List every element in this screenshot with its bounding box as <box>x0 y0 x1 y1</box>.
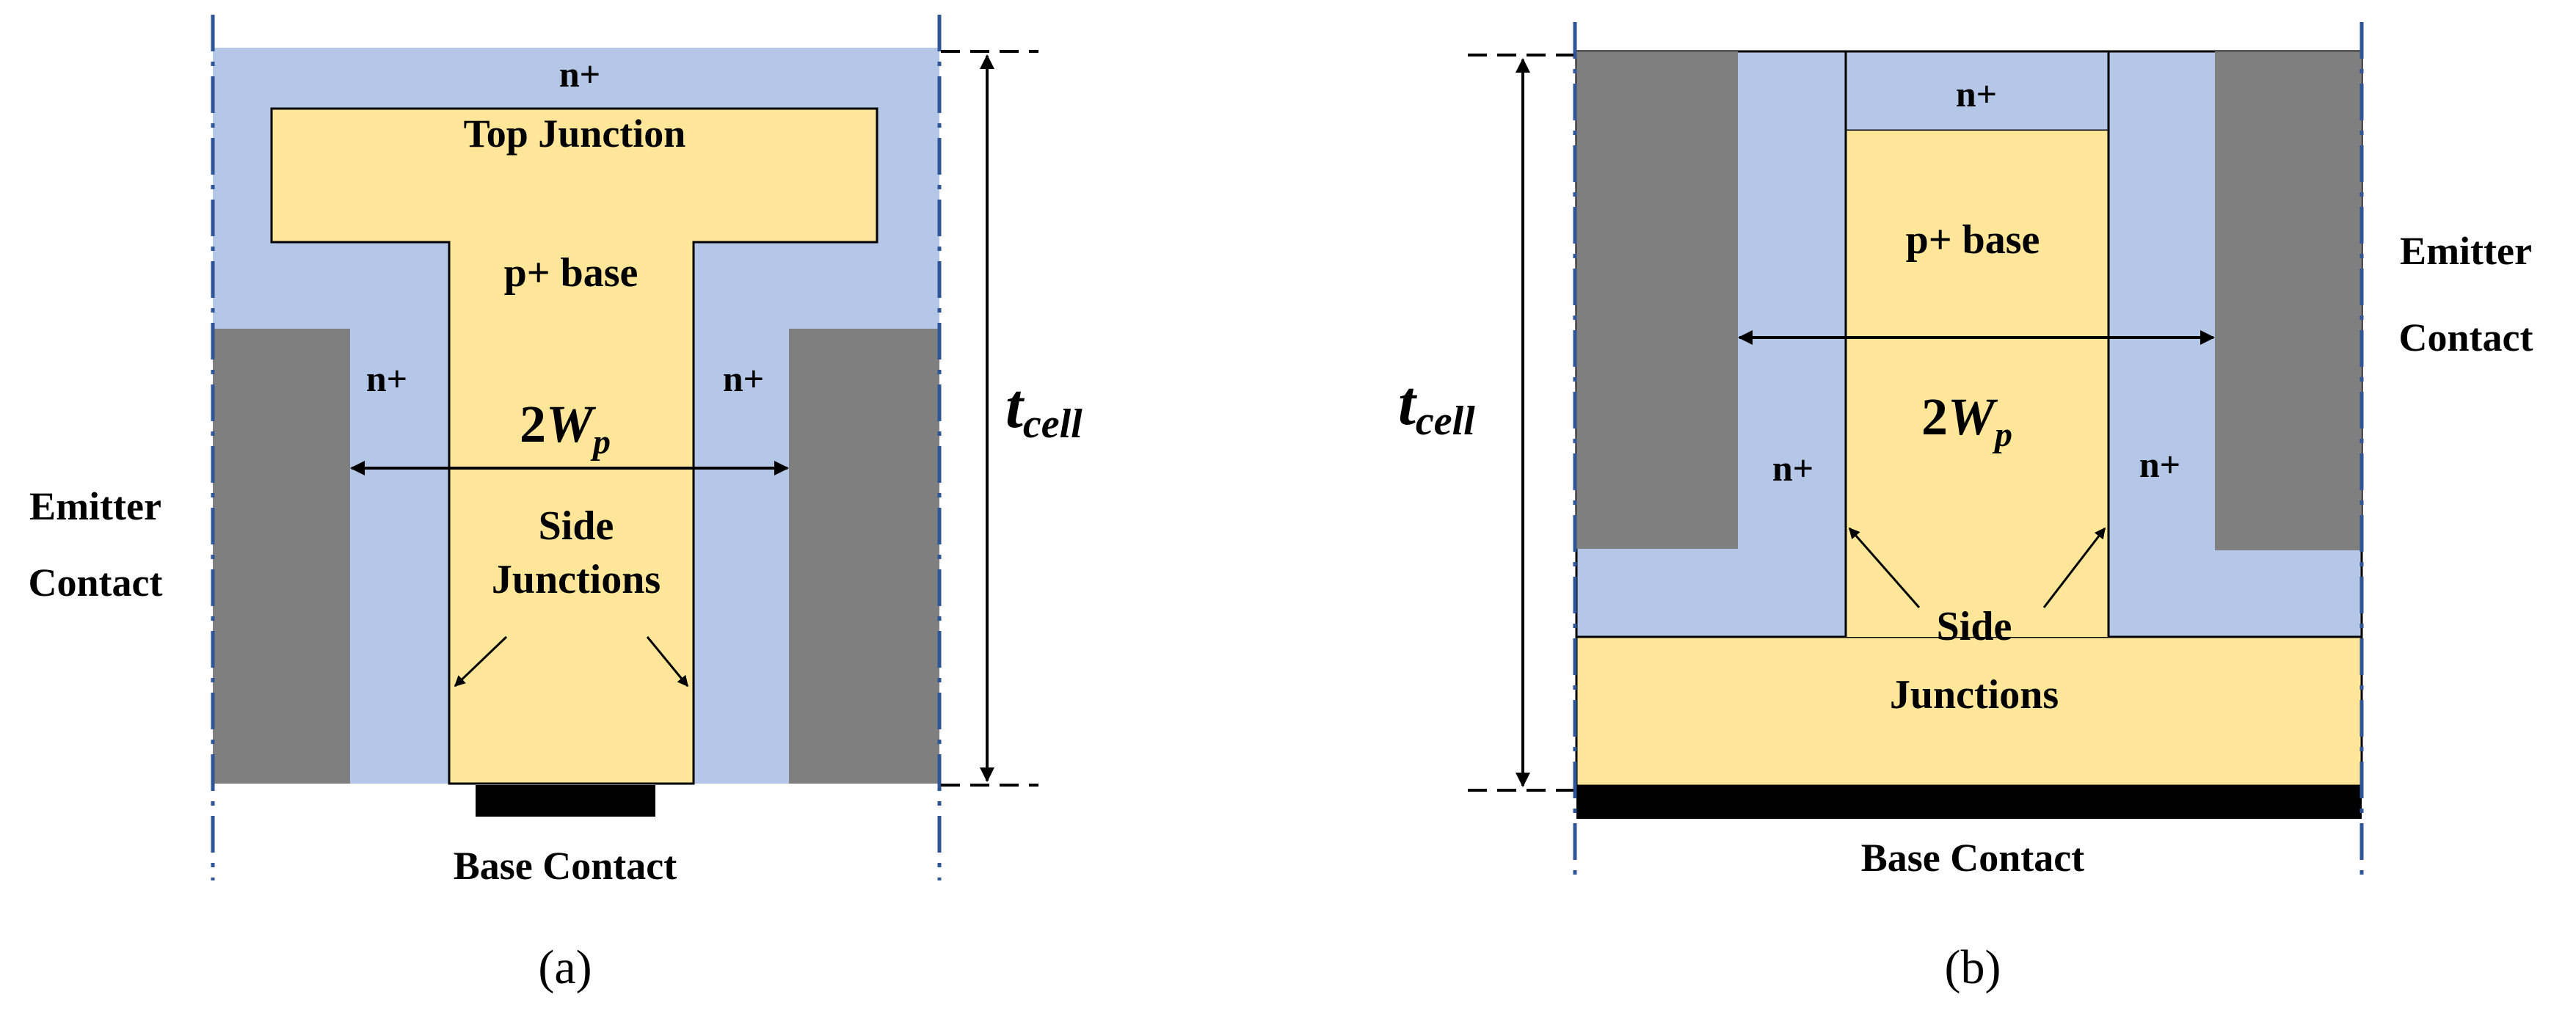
panel-a-contact-label: Contact <box>29 561 163 605</box>
panel-a-thickness-sub: cell <box>1023 401 1083 447</box>
panel-a-caption: (a) <box>538 941 592 994</box>
panel-b-side-junction-pointer-right <box>2042 527 2106 608</box>
panel-b-thickness-var: t <box>1398 368 1418 438</box>
panel-b-width-var: W <box>1948 387 1998 446</box>
panel-a-base-contact-label: Base Contact <box>454 844 677 888</box>
panel-a-n-top-label: n+ <box>559 54 600 95</box>
panel-a-top-junction-label: Top Junction <box>464 112 686 156</box>
panel-a-side-label: Side <box>539 503 614 549</box>
panel-b-emitter-contact-right <box>2215 51 2362 550</box>
panel-b: n+ p+ base 2Wp n+ n+ Side Junctions Emit… <box>1398 22 2533 994</box>
panel-a-n-left-label: n+ <box>366 358 407 399</box>
panel-b-junctions-label: Junctions <box>1890 672 2059 718</box>
panel-a-thickness-var: t <box>1005 371 1025 441</box>
panel-b-caption: (b) <box>1945 941 2001 994</box>
panel-b-side-label: Side <box>1937 604 2012 649</box>
panel-b-emitter-label: Emitter <box>2400 229 2532 273</box>
panel-b-width-sub: p <box>1992 415 2012 454</box>
panel-a-base-contact <box>476 785 655 817</box>
panel-a-emitter-label: Emitter <box>29 484 161 528</box>
panel-a-emitter-contact-left <box>213 329 350 784</box>
panel-b-p-base-label: p+ base <box>1906 217 2040 263</box>
panel-b-width-label: 2Wp <box>1921 387 2012 454</box>
panel-b-n-left-label: n+ <box>1772 448 1813 489</box>
panel-b-thickness-label: tcell <box>1398 368 1475 444</box>
panel-a: n+ Top Junction p+ base n+ n+ 2Wp Side J… <box>29 15 1083 994</box>
panel-b-base-contact <box>1576 786 2362 819</box>
panel-a-width-factor: 2 <box>520 395 546 453</box>
panel-a-side-junction-pointer-right <box>646 636 689 687</box>
panel-a-junctions-label: Junctions <box>492 557 661 602</box>
panel-a-n-right-label: n+ <box>723 358 764 399</box>
panel-b-side-junction-pointer-left <box>1848 527 1921 608</box>
panel-b-base-contact-label: Base Contact <box>1861 836 2084 880</box>
panel-b-thickness-sub: cell <box>1416 398 1475 444</box>
panel-b-p-base-region <box>1846 131 2109 637</box>
panel-a-thickness-label: tcell <box>1005 371 1083 447</box>
panel-a-p-base-label: p+ base <box>504 250 638 296</box>
panel-a-side-junction-pointer-left <box>454 635 508 687</box>
panel-b-contact-label: Contact <box>2399 315 2533 360</box>
panel-b-width-factor: 2 <box>1921 387 1948 446</box>
panel-b-n-top-label: n+ <box>1956 73 1997 114</box>
panel-a-emitter-contact-right <box>789 329 939 784</box>
panel-a-p-base-region <box>270 107 878 785</box>
panel-b-emitter-contact-left <box>1576 51 1738 549</box>
panel-a-width-var: W <box>546 395 597 453</box>
panel-a-width-label: 2Wp <box>520 395 611 462</box>
panel-a-width-sub: p <box>590 423 611 462</box>
panel-b-n-right-label: n+ <box>2139 444 2180 485</box>
